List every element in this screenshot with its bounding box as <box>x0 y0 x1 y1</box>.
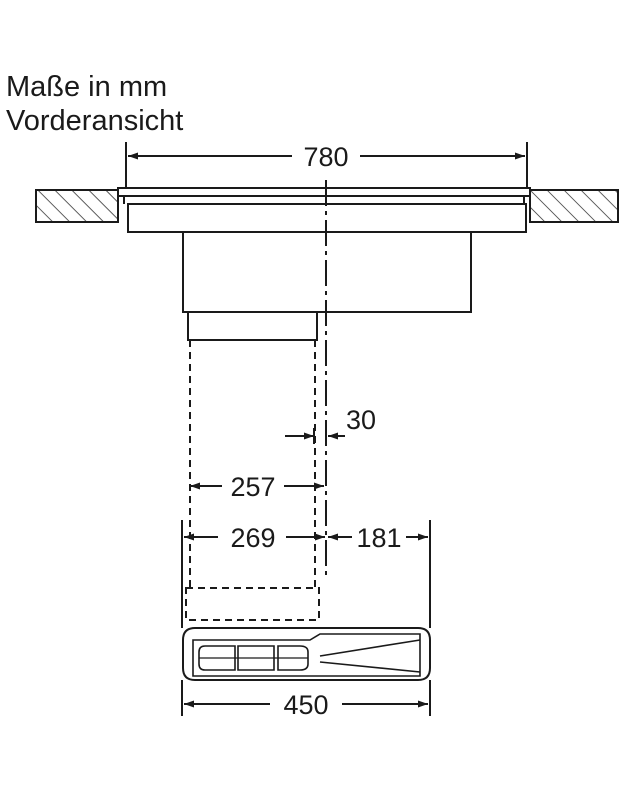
dim-780-label: 780 <box>303 142 348 172</box>
base-fan-unit <box>182 627 431 681</box>
dim-780: 780 <box>128 142 525 172</box>
fan-outlet <box>187 311 318 341</box>
dim-181: 181 <box>328 523 428 553</box>
dim-30: 30 <box>285 405 376 444</box>
dim-181-label: 181 <box>356 523 401 553</box>
dim-257-label: 257 <box>230 472 275 502</box>
worktop-right <box>529 189 619 223</box>
title-line-1: Maße in mm <box>6 71 168 103</box>
dim-450: 450 <box>184 690 428 720</box>
dim-269-label: 269 <box>230 523 275 553</box>
worktop-left <box>35 189 119 223</box>
hob-plate <box>117 187 531 233</box>
dim-450-label: 450 <box>283 690 328 720</box>
extension-lines <box>125 142 528 716</box>
title-line-2: Vorderansicht <box>6 105 184 137</box>
dim-269: 269 <box>184 523 325 553</box>
air-duct-dashed <box>185 340 320 621</box>
dim-30-label: 30 <box>346 405 376 435</box>
dim-257: 257 <box>190 472 324 502</box>
